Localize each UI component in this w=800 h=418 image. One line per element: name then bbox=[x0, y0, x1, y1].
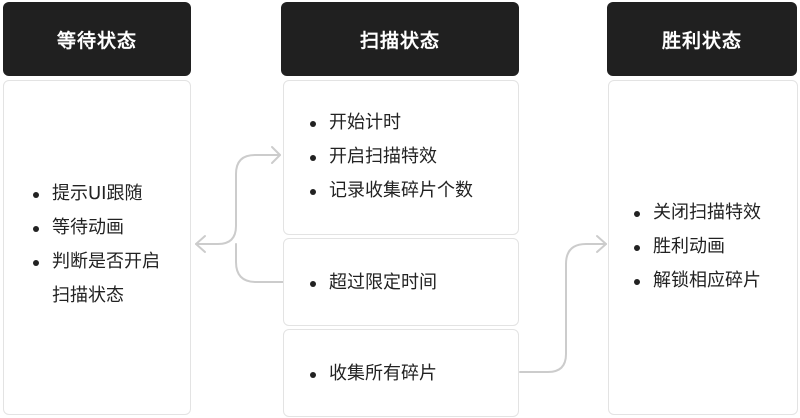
list-item: 记录收集碎片个数 bbox=[307, 174, 473, 208]
arrow-collect-to-victory bbox=[519, 243, 607, 373]
arrow-head-victory bbox=[596, 235, 607, 253]
arrow-scan-to-waiting bbox=[195, 154, 281, 245]
timeout-condition-card: 超过限定时间 bbox=[283, 238, 519, 326]
victory-state-header: 胜利状态 bbox=[607, 2, 797, 76]
list-item: 判断是否开启 bbox=[30, 245, 160, 279]
waiting-state-list: 提示UI跟随 等待动画 判断是否开启 bbox=[30, 177, 160, 279]
scanning-state-title: 扫描状态 bbox=[359, 29, 440, 52]
list-item: 收集所有碎片 bbox=[307, 357, 437, 391]
list-item: 提示UI跟随 bbox=[30, 177, 160, 211]
arrow-timeout-to-waiting bbox=[235, 243, 284, 283]
waiting-item-continued: 扫描状态 bbox=[52, 285, 124, 306]
waiting-state-header: 等待状态 bbox=[3, 2, 191, 76]
list-item: 开启扫描特效 bbox=[307, 140, 473, 174]
collect-all-condition-card: 收集所有碎片 bbox=[283, 329, 519, 417]
victory-state-card: 关闭扫描特效 胜利动画 解锁相应碎片 bbox=[608, 80, 798, 415]
list-item: 关闭扫描特效 bbox=[631, 196, 761, 230]
collect-all-condition-list: 收集所有碎片 bbox=[307, 357, 437, 391]
scanning-state-card: 开始计时 开启扫描特效 记录收集碎片个数 bbox=[283, 80, 519, 235]
scanning-state-header: 扫描状态 bbox=[281, 2, 519, 76]
list-item: 解锁相应碎片 bbox=[631, 264, 761, 298]
list-item: 胜利动画 bbox=[631, 230, 761, 264]
victory-state-title: 胜利状态 bbox=[661, 29, 742, 52]
list-item: 开始计时 bbox=[307, 106, 473, 140]
list-item: 等待动画 bbox=[30, 211, 160, 245]
timeout-condition-list: 超过限定时间 bbox=[307, 266, 437, 300]
list-item: 超过限定时间 bbox=[307, 266, 437, 300]
arrow-head-scan bbox=[271, 146, 281, 164]
scanning-state-list: 开始计时 开启扫描特效 记录收集碎片个数 bbox=[307, 106, 473, 208]
victory-state-list: 关闭扫描特效 胜利动画 解锁相应碎片 bbox=[631, 196, 761, 298]
waiting-state-card: 提示UI跟随 等待动画 判断是否开启 扫描状态 bbox=[3, 80, 191, 415]
waiting-state-title: 等待状态 bbox=[56, 29, 137, 52]
arrow-head-waiting bbox=[195, 235, 206, 253]
